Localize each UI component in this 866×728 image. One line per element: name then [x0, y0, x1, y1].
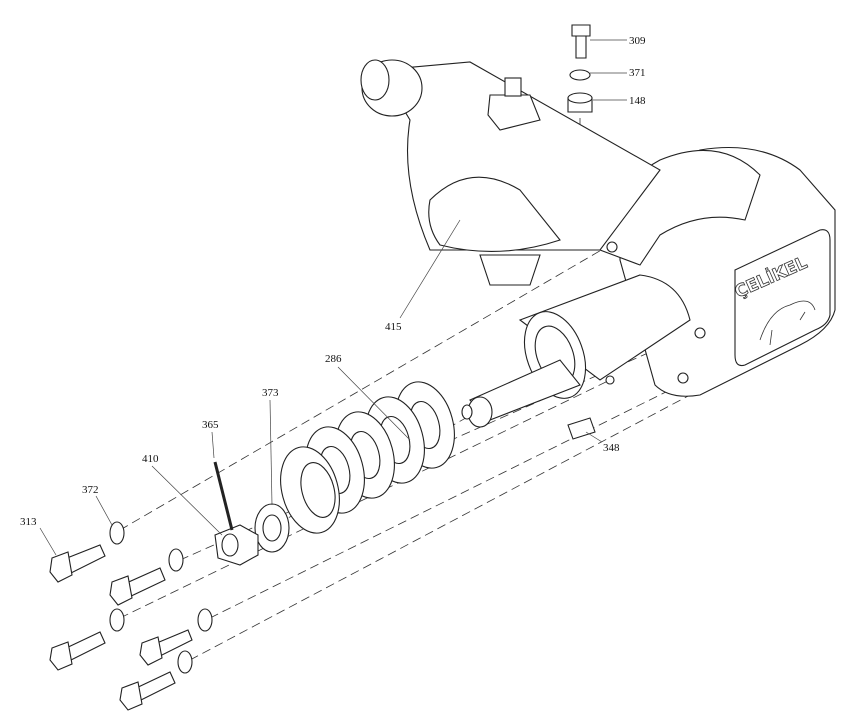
label-309: 309 [629, 35, 646, 47]
label-415: 415 [385, 321, 402, 333]
leader-lines [39, 39, 627, 556]
label-373: 373 [262, 387, 279, 399]
label-348: 348 [603, 442, 620, 454]
output-shaft [461, 274, 691, 440]
label-313: 313 [20, 516, 37, 528]
label-372: 372 [82, 484, 99, 496]
label-371: 371 [629, 67, 646, 79]
label-286: 286 [325, 353, 342, 365]
part-labels: 309 371 148 415 286 373 365 410 372 313 … [20, 35, 646, 528]
bolts [49, 24, 593, 711]
label-148: 148 [629, 95, 646, 107]
nut-and-washer [213, 461, 290, 566]
input-tube [360, 59, 661, 286]
spring-washers [280, 381, 455, 534]
label-410: 410 [142, 453, 159, 465]
label-365: 365 [202, 419, 219, 431]
gearbox-housing: ÇELİKEL [599, 146, 836, 397]
